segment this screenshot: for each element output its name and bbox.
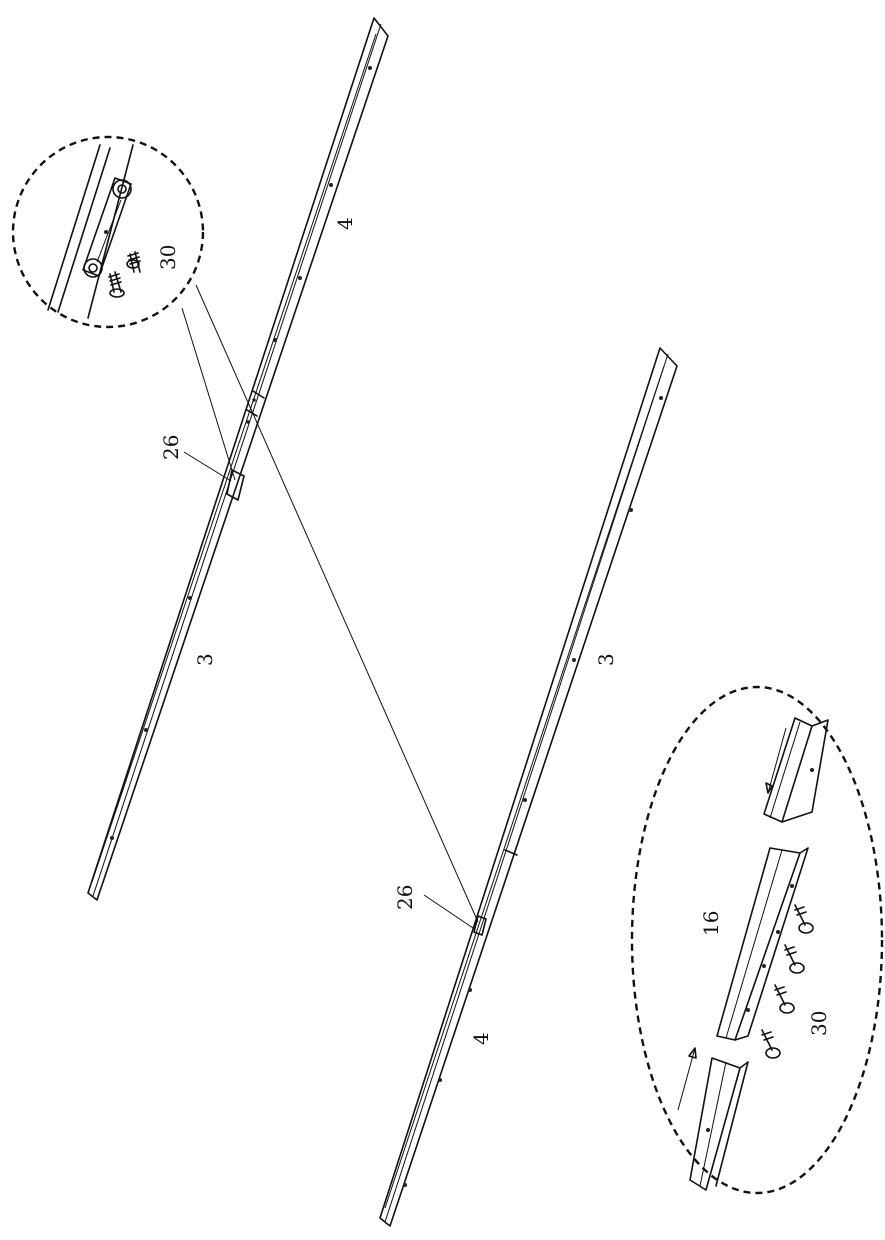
label-rail-3-lower: 3 [594, 653, 618, 666]
part-26-lower-clip [473, 915, 487, 936]
lower-detail-view [630, 685, 884, 1195]
upper-detail-view [11, 135, 205, 329]
part-26-upper-clip [226, 469, 245, 501]
upper-rail-assembly [87, 17, 389, 901]
screw-icon [108, 271, 125, 298]
label-connector-16: 16 [699, 911, 723, 936]
label-part-26-upper: 26 [159, 435, 183, 460]
screw-icon [794, 904, 814, 934]
label-screw-30-upper: 30 [156, 245, 180, 270]
screw-icon [784, 944, 805, 974]
leader-lines [181, 284, 479, 929]
lower-rail-assembly [379, 347, 678, 1227]
label-screw-30-lower: 30 [807, 1011, 831, 1036]
screw-icon [761, 1029, 781, 1059]
label-rail-4-upper: 4 [333, 217, 357, 230]
label-part-26-lower: 26 [393, 885, 417, 910]
label-rail-4-lower: 4 [469, 1032, 493, 1045]
screw-icon [774, 984, 795, 1014]
screw-icon [126, 251, 141, 273]
label-rail-3-upper: 3 [193, 653, 217, 666]
